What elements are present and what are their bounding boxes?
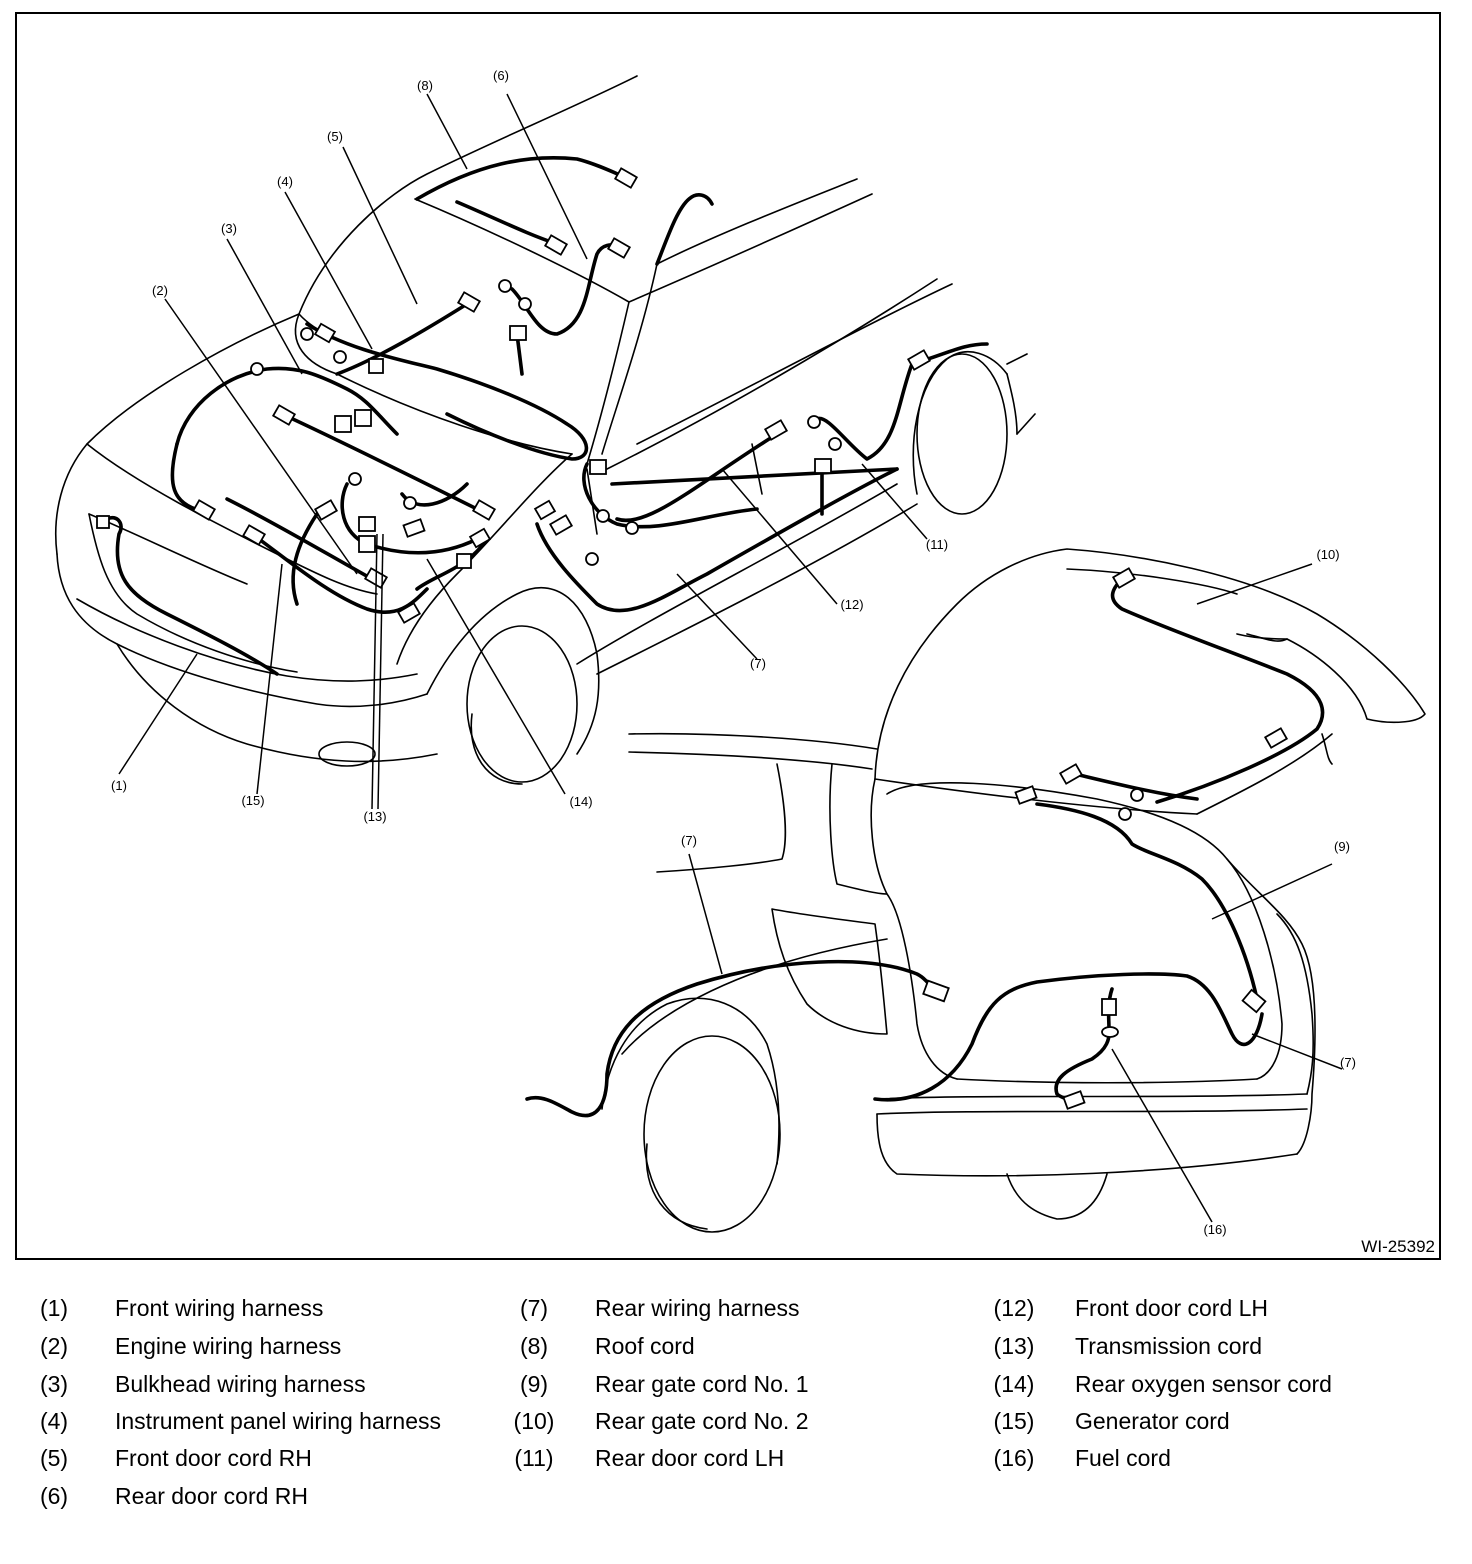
legend-num: (5): [39, 1445, 69, 1471]
legend-label: Generator cord: [1075, 1408, 1230, 1434]
front-vehicle-body: [54, 75, 1036, 785]
legend-num: (1): [39, 1295, 69, 1321]
figure-code: WI-25392: [1361, 1237, 1435, 1256]
legend-label: Transmission cord: [1075, 1333, 1263, 1359]
rear-connectors: [922, 567, 1289, 1110]
legend-num: (10): [513, 1408, 555, 1434]
legend-label: Rear wiring harness: [595, 1295, 800, 1321]
callout-13: (13): [363, 809, 386, 824]
callout-5: (5): [327, 129, 343, 144]
callout-14: (14): [569, 794, 592, 809]
callout-labels: (1) (2) (3) (4) (5) (6) (7) (7) (7) (8) …: [111, 68, 1435, 1256]
leader-lines: [118, 93, 1343, 1223]
legend-num: (7): [519, 1295, 549, 1321]
front-harnesses: [105, 156, 989, 676]
legend-num: (6): [39, 1483, 69, 1509]
legend-num: (15): [993, 1408, 1035, 1434]
legend-label: Front wiring harness: [115, 1295, 324, 1321]
legend-label: Rear gate cord No. 2: [595, 1408, 809, 1434]
front-connectors: [96, 167, 932, 624]
callout-7-rear-side: (7): [681, 833, 697, 848]
callout-8: (8): [417, 78, 433, 93]
callout-15: (15): [241, 793, 264, 808]
rear-harnesses: [525, 577, 1325, 1118]
callout-7-rear-back: (7): [1340, 1055, 1356, 1070]
legend-label: Rear door cord RH: [115, 1483, 309, 1509]
legend-num: (2): [39, 1333, 69, 1359]
callout-7-front: (7): [750, 656, 766, 671]
legend-label: Engine wiring harness: [115, 1333, 342, 1359]
callout-10: (10): [1316, 547, 1339, 562]
legend-label: Roof cord: [595, 1333, 695, 1359]
callout-16: (16): [1203, 1222, 1226, 1237]
legend-label: Bulkhead wiring harness: [115, 1371, 366, 1397]
legend: (1) Front wiring harness (2) Engine wiri…: [0, 1288, 1472, 1528]
callout-11: (11): [926, 537, 948, 552]
rear-vehicle-body: [601, 548, 1426, 1233]
legend-label: Front door cord RH: [115, 1445, 312, 1471]
legend-label: Rear gate cord No. 1: [595, 1371, 809, 1397]
callout-3: (3): [221, 221, 237, 236]
callout-2: (2): [152, 283, 168, 298]
callout-4: (4): [277, 174, 293, 189]
legend-label: Fuel cord: [1075, 1445, 1171, 1471]
legend-num: (4): [39, 1408, 69, 1434]
legend-num: (9): [519, 1371, 549, 1397]
wiring-diagram-drawing: (1) (2) (3) (4) (5) (6) (7) (7) (7) (8) …: [54, 68, 1435, 1256]
callout-12: (12): [840, 597, 863, 612]
legend-num: (11): [514, 1445, 554, 1471]
legend-num: (13): [993, 1333, 1035, 1359]
callout-9: (9): [1334, 839, 1350, 854]
callout-1: (1): [111, 778, 127, 793]
legend-num: (12): [993, 1295, 1035, 1321]
legend-label: Rear door cord LH: [595, 1445, 785, 1471]
legend-label: Rear oxygen sensor cord: [1075, 1371, 1332, 1397]
callout-6: (6): [493, 68, 509, 83]
legend-label: Front door cord LH: [1075, 1295, 1269, 1321]
legend-num: (14): [993, 1371, 1035, 1397]
legend-label: Instrument panel wiring harness: [115, 1408, 441, 1434]
wiring-diagram-figure: (1) (2) (3) (4) (5) (6) (7) (7) (7) (8) …: [15, 12, 1441, 1260]
legend-num: (8): [519, 1333, 549, 1359]
legend-num: (16): [993, 1445, 1035, 1471]
legend-num: (3): [39, 1371, 69, 1397]
